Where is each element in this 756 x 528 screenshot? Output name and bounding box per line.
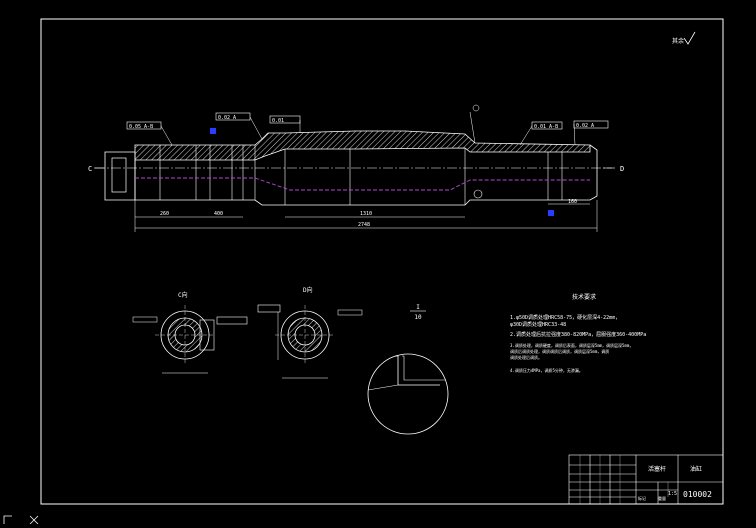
note-3: 3.调质处理，调质硬度，调质后表面，调质层深5mm，调质层深5mm， [510, 342, 633, 348]
shaft-hatched-section [134, 130, 591, 161]
tb-mark-left: 标记 [638, 495, 646, 501]
detail-circle [367, 353, 449, 435]
title-block [568, 454, 724, 505]
section-c-label: C向 [178, 291, 188, 299]
tolerance-callouts: 0.05 A-B 0.02 A 0.01 0.01 A-B 0.02 A [126, 104, 609, 146]
technical-notes: 技术要求 1.φ50D调质处理HRC58-75，硬化层深4-22mm， φ30D… [510, 293, 646, 373]
marker-d-right: D [620, 165, 624, 173]
shaft-main-view: C D [88, 128, 624, 216]
callout-4: 0.01 A-B [534, 124, 558, 130]
notes-title: 技术要求 [572, 293, 596, 301]
inner-bore-line [135, 177, 590, 191]
callout-5: 0.02 A [576, 123, 594, 129]
callout-2: 0.02 A [218, 115, 236, 121]
dim-left2: 400 [214, 211, 223, 217]
drawing-border [40, 18, 724, 505]
dim-right: 160 [568, 199, 577, 205]
note-3c: 调质处理后调质。 [510, 354, 542, 360]
surface-finish-symbol: 其余 [672, 31, 696, 45]
datum-marker-a [210, 128, 216, 134]
detail-i: I 10 [367, 304, 449, 435]
dim-middle: 1310 [360, 211, 372, 217]
marker-c-left: C [88, 165, 92, 173]
finish-label: 其余 [672, 37, 684, 45]
section-c-view: C向 [132, 291, 248, 374]
note-2: 2.调质处理后抗拉强度380-820MPa，屈服强度360-400MPa [510, 331, 646, 338]
detail-ratio-top: I [416, 304, 420, 311]
dim-left: 260 [160, 211, 169, 217]
note-3b: 调质后调质处理，调质调质后调质，调质层深5mm，调质 [510, 348, 609, 354]
tb-part-name: 活塞杆 [648, 465, 666, 473]
callout-1: 0.05 A-B [129, 124, 153, 130]
callout-3: 0.01 [272, 118, 284, 124]
tb-company: 油缸 [690, 465, 702, 473]
tb-mark-right: 重量 [658, 495, 666, 501]
note-4: 4.调质压力4MPa，调质5分钟，无渗漏。 [510, 367, 583, 373]
dim-overall: 2748 [358, 222, 370, 228]
note-1: 1.φ50D调质处理HRC58-75，硬化层深4-22mm， [510, 314, 620, 321]
tb-drawing-number: 010002 [683, 490, 712, 499]
ucs-icon [3, 515, 39, 525]
shaft-left-end [104, 151, 136, 201]
detail-ratio-bottom: 10 [414, 314, 422, 321]
shaft-step-lines [159, 145, 563, 205]
datum-marker-b [548, 210, 554, 216]
shaft-dimensions: 260 400 1310 160 2748 [134, 199, 598, 232]
section-d-label: D向 [303, 286, 313, 294]
note-1b: φ30D调质处理HRC33-48 [510, 321, 566, 328]
section-d-view: D向 [257, 286, 363, 379]
detail-circle-marker [473, 189, 483, 199]
tb-scale: 1:5 [668, 491, 677, 497]
